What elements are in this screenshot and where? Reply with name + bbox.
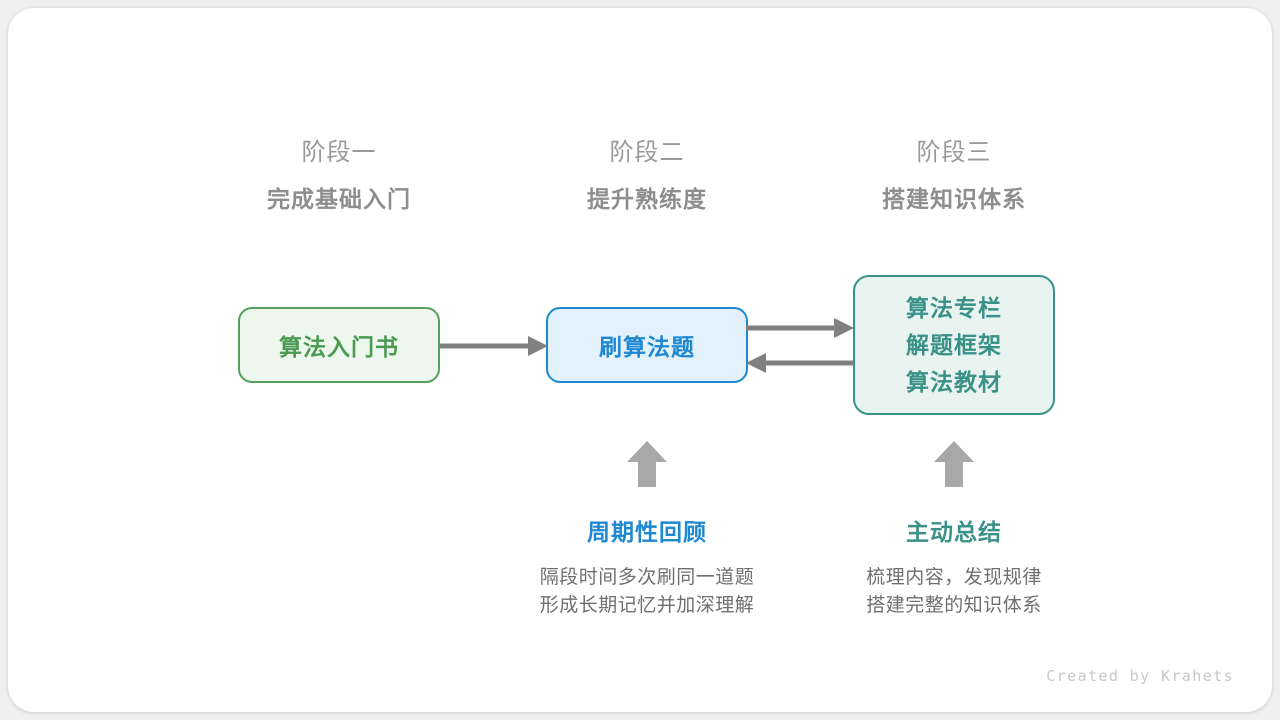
note-summary-body: 梳理内容，发现规律 搭建完整的知识体系 [804, 564, 1104, 620]
note-review-line-1: 隔段时间多次刷同一道题 [539, 567, 755, 588]
note-review-body: 隔段时间多次刷同一道题 形成长期记忆并加深理解 [497, 564, 797, 620]
phase-header-1: 阶段一 完成基础入门 [209, 138, 469, 214]
note-active-summary: 主动总结 梳理内容，发现规律 搭建完整的知识体系 [804, 517, 1104, 620]
phase-3-title: 搭建知识体系 [882, 186, 1026, 212]
phase-2-stage-label: 阶段二 [609, 139, 685, 166]
phase-3-stage-label: 阶段三 [916, 139, 992, 166]
phase-1-stage-label: 阶段一 [301, 139, 377, 166]
node-practice-problems[interactable]: 刷算法题 [546, 307, 748, 383]
arrow-resources-to-practice [746, 353, 854, 373]
note-summary-line-2: 搭建完整的知识体系 [866, 595, 1042, 616]
node-book-label: 算法入门书 [279, 334, 399, 360]
page-card: 阶段一 完成基础入门 阶段二 提升熟练度 阶段三 搭建知识体系 算法入门书 刷算… [8, 8, 1272, 712]
note-periodic-review: 周期性回顾 隔段时间多次刷同一道题 形成长期记忆并加深理解 [497, 517, 797, 620]
arrow-book-to-practice [440, 336, 548, 356]
node-knowledge-resources[interactable]: 算法专栏 解题框架 算法教材 [853, 275, 1055, 415]
phase-header-2: 阶段二 提升熟练度 [517, 138, 777, 214]
note-review-title: 周期性回顾 [587, 519, 707, 545]
node-practice-label: 刷算法题 [599, 334, 695, 360]
node-resources-line-3: 算法教材 [906, 368, 1002, 395]
node-resources-line-2: 解题框架 [906, 331, 1002, 358]
note-summary-line-1: 梳理内容，发现规律 [866, 567, 1042, 588]
up-arrow-summary-icon [934, 441, 974, 487]
note-summary-title: 主动总结 [906, 519, 1002, 545]
node-resources-line-1: 算法专栏 [906, 294, 1002, 321]
node-algorithm-intro-book[interactable]: 算法入门书 [238, 307, 440, 383]
phase-header-3: 阶段三 搭建知识体系 [824, 138, 1084, 214]
arrow-practice-to-resources [746, 318, 854, 338]
phase-2-title: 提升熟练度 [587, 186, 707, 212]
note-review-line-2: 形成长期记忆并加深理解 [539, 595, 755, 616]
footer-credit: Created by Krahets [1046, 667, 1234, 685]
up-arrow-review-icon [627, 441, 667, 487]
phase-1-title: 完成基础入门 [267, 186, 411, 212]
